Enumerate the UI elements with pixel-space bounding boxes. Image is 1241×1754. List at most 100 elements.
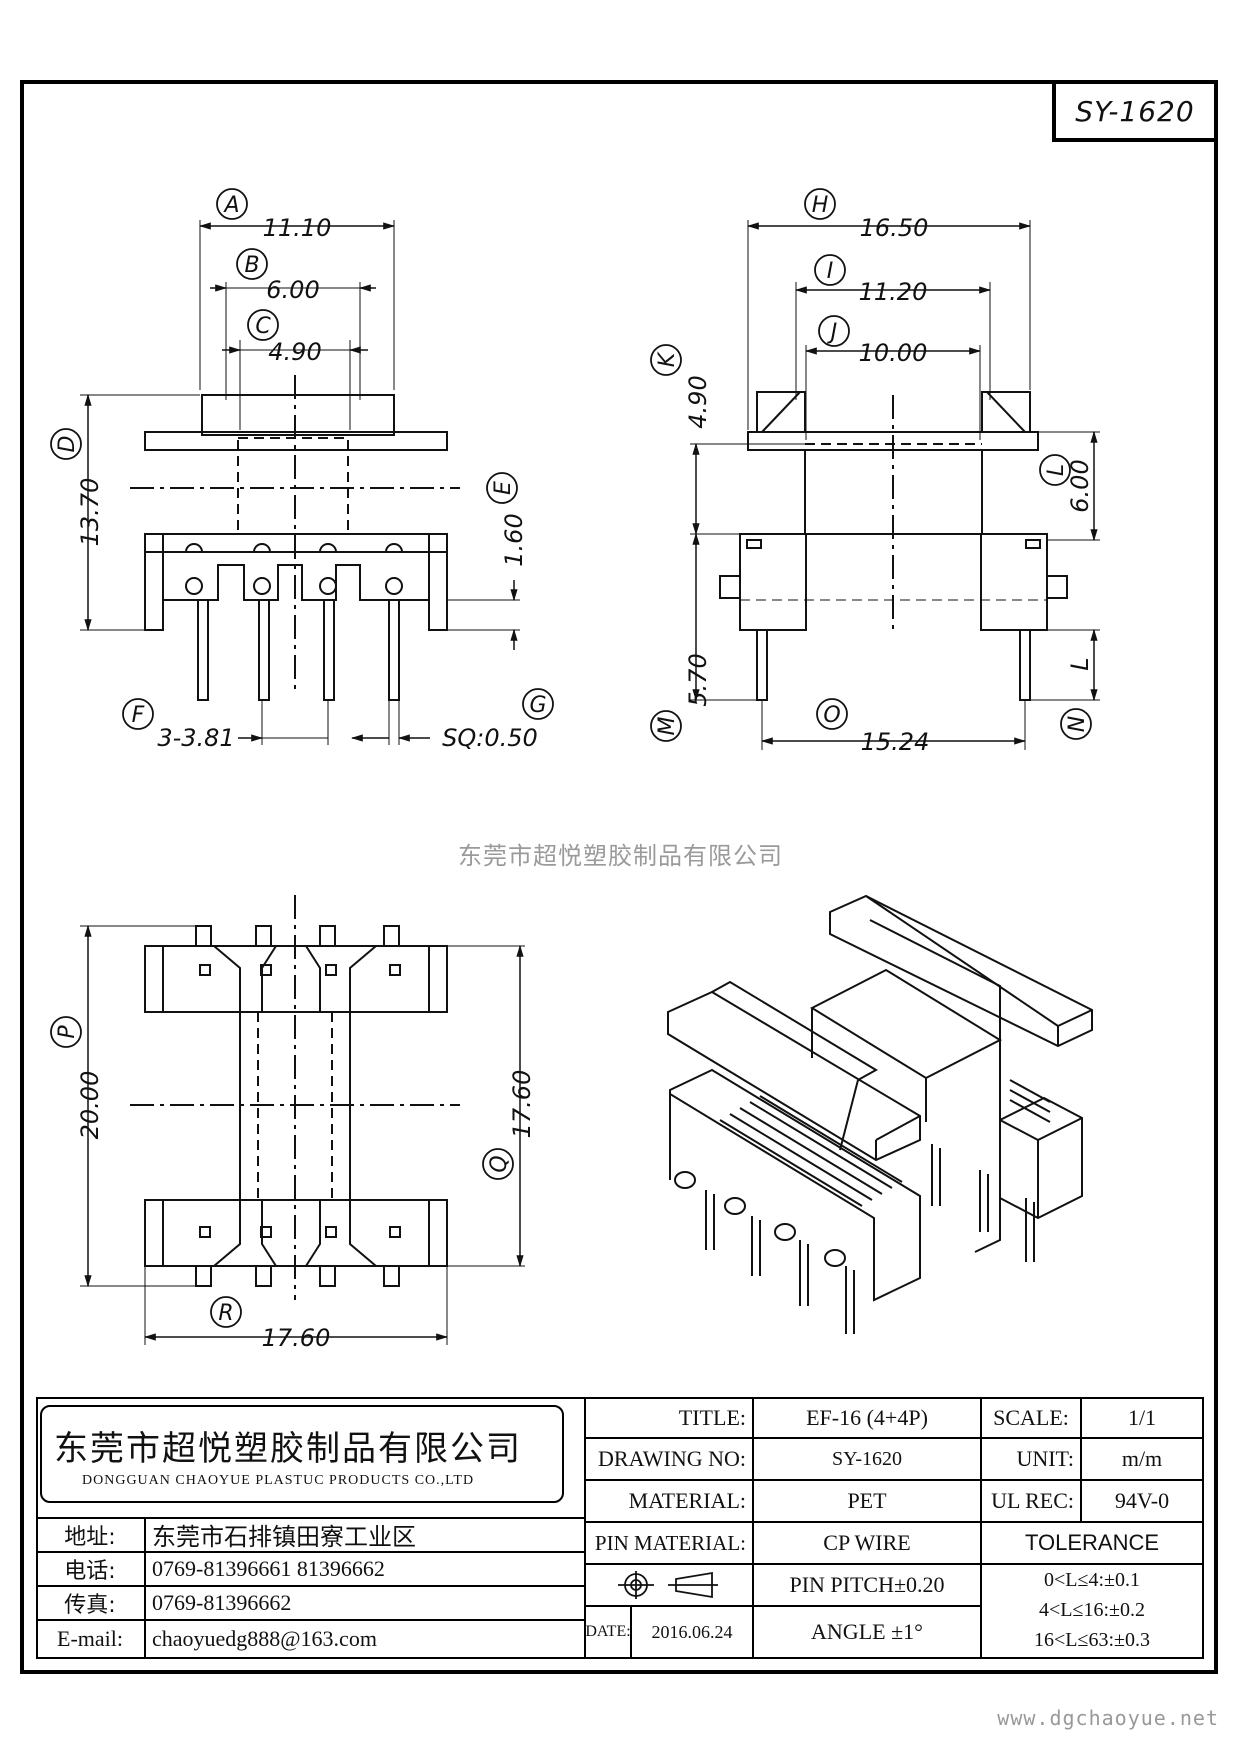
tb-line (584, 1437, 1204, 1439)
unit-value: m/m (1121, 1446, 1163, 1471)
tb-left-border (36, 1397, 38, 1659)
tb-line (630, 1605, 632, 1659)
tolerance-label: TOLERANCE (1024, 1530, 1160, 1555)
scale-label: SCALE: (993, 1404, 1069, 1430)
dim-q-value: 17.60 (508, 1070, 536, 1139)
tb-line (36, 1551, 584, 1553)
phone-value: 0769-81396661 81396662 (152, 1555, 385, 1581)
projection-symbol (586, 1565, 752, 1605)
ul-rec-value: 94V-0 (1114, 1488, 1170, 1513)
dimension-values: 11.10 6.00 4.90 13.70 1.60 3-3.81 SQ:0.5… (76, 214, 1094, 1352)
date-value: 2016.06.24 (651, 1621, 733, 1642)
dim-a-value: 11.10 (263, 214, 332, 242)
drawing-frame (20, 80, 1218, 1674)
dim-l-value: 6.00 (1066, 459, 1094, 512)
dim-h-value: 16.50 (860, 214, 929, 242)
callout-circles (50, 188, 1092, 1328)
tb-line (584, 1563, 1204, 1565)
front-view (80, 220, 520, 745)
label-r: R (218, 1301, 233, 1326)
company-name-cn: 东莞市超悦塑胶制品有限公司 (54, 1429, 522, 1469)
dim-l-letter: L (1066, 657, 1094, 670)
dim-c-value: 4.90 (268, 338, 321, 366)
company-name-en: DONGGUAN CHAOYUE PLASTUC PRODUCTS CO.,LT… (82, 1473, 475, 1488)
label-b: B (244, 253, 259, 278)
tb-line (36, 1585, 584, 1587)
isometric-view (667, 894, 1093, 1334)
tb-line (1080, 1397, 1082, 1521)
ul-rec-label: UL REC: (991, 1488, 1074, 1513)
pin-material-value: CP WIRE (823, 1530, 911, 1555)
scale-value: 1/1 (1127, 1404, 1157, 1430)
dim-m-value: 5.70 (684, 653, 712, 706)
dim-i-value: 11.20 (859, 278, 928, 306)
title-label: TITLE: (678, 1404, 746, 1430)
dim-p-value: 20.00 (76, 1071, 104, 1140)
dim-r-value: 17.60 (262, 1324, 331, 1352)
dim-j-value: 10.00 (859, 339, 928, 367)
label-d: D (55, 436, 80, 453)
side-view (690, 220, 1100, 750)
tb-top-border (36, 1397, 1204, 1399)
tb-line (584, 1479, 1204, 1481)
angle-tolerance: ANGLE ±1° (811, 1619, 923, 1644)
label-l: L (1044, 464, 1069, 476)
label-n: N (1065, 716, 1090, 732)
website-url: www.dgchaoyue.net (997, 1706, 1219, 1730)
tb-right-border (1202, 1397, 1204, 1659)
tb-line (752, 1397, 754, 1605)
label-a: A (222, 193, 239, 218)
part-code-box: SY-1620 (1052, 80, 1218, 142)
dim-e-value: 1.60 (500, 513, 528, 566)
tb-line (980, 1397, 982, 1659)
address-value: 东莞市石排镇田寮工业区 (152, 1523, 416, 1551)
tb-line (584, 1397, 586, 1659)
dim-d-value: 13.70 (76, 478, 104, 547)
drawing-no-value: SY-1620 (831, 1447, 902, 1470)
dim-g-value: SQ:0.50 (442, 724, 538, 752)
fax-value: 0769-81396662 (152, 1589, 292, 1615)
dim-k-value: 4.90 (684, 375, 712, 428)
title-block: 东莞市超悦塑胶制品有限公司 DONGGUAN CHAOYUE PLASTUC P… (36, 1397, 1204, 1659)
tb-line (36, 1619, 584, 1621)
dim-o-value: 15.24 (861, 728, 930, 756)
label-e: E (491, 481, 516, 495)
label-g: G (529, 693, 546, 718)
tb-line (36, 1517, 584, 1519)
label-f: F (132, 703, 145, 728)
label-m: M (655, 716, 680, 735)
unit-label: UNIT: (1016, 1446, 1074, 1471)
tb-bottom-border (36, 1657, 1204, 1659)
label-c: C (255, 314, 271, 339)
top-view (80, 895, 525, 1345)
label-p: P (55, 1025, 80, 1039)
label-j: J (827, 320, 838, 345)
company-box: 东莞市超悦塑胶制品有限公司 DONGGUAN CHAOYUE PLASTUC P… (40, 1405, 564, 1503)
label-i: I (827, 259, 834, 284)
address-label: 地址: (64, 1524, 116, 1550)
tolerance-range-3: 16<L≤63:±0.3 (1033, 1628, 1150, 1651)
fax-label: 传真: (64, 1592, 116, 1618)
email-value: chaoyuedg888@163.com (152, 1625, 377, 1651)
label-o: O (823, 703, 840, 728)
tolerance-range-2: 4<L≤16:±0.2 (1038, 1598, 1145, 1621)
email-label: E-mail: (57, 1625, 123, 1651)
tb-line (584, 1605, 980, 1607)
dim-b-value: 6.00 (266, 276, 319, 304)
pin-material-label: PIN MATERIAL: (594, 1530, 746, 1555)
label-k: K (655, 351, 680, 367)
material-value: PET (847, 1488, 887, 1513)
watermark-text: 东莞市超悦塑胶制品有限公司 (458, 842, 783, 870)
label-h: H (812, 193, 829, 218)
part-code: SY-1620 (1075, 94, 1195, 128)
tolerance-range-1: 0<L≤4:±0.1 (1043, 1568, 1140, 1591)
title-value: EF-16 (4+4P) (806, 1404, 928, 1430)
label-q: Q (487, 1155, 512, 1172)
pin-pitch: PIN PITCH±0.20 (789, 1572, 945, 1597)
callout-letters: A B C D E F G H I J K L M N O P Q R (55, 193, 1090, 1326)
tb-line (144, 1517, 146, 1659)
drawing-no-label: DRAWING NO: (598, 1446, 746, 1471)
dim-f-value: 3-3.81 (157, 724, 234, 752)
phone-label: 电话: (64, 1558, 116, 1584)
